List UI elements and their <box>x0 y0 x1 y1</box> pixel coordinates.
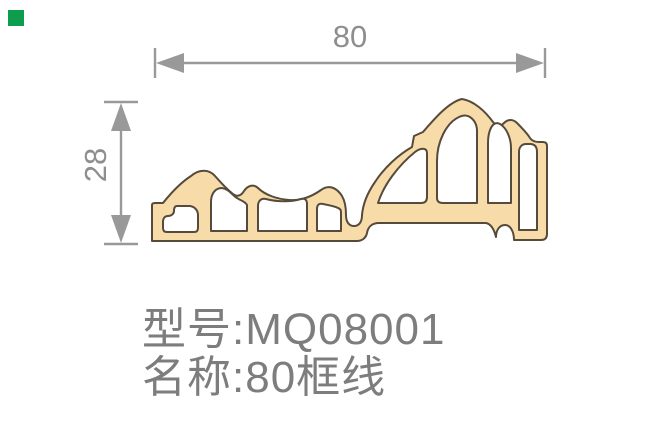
height-dimension-label: 28 <box>78 148 113 182</box>
profile-void <box>377 147 428 204</box>
molding-profile <box>151 98 548 242</box>
profile-void <box>487 122 512 204</box>
arrow-left-icon <box>156 53 184 73</box>
profile-void <box>316 202 342 232</box>
arrow-right-icon <box>516 53 544 73</box>
corner-marker <box>8 10 24 26</box>
width-dimension-label: 80 <box>333 19 367 54</box>
profile-void <box>210 187 248 232</box>
product-name-text: 名称:80框线 <box>142 353 386 402</box>
arrow-down-icon <box>111 215 131 243</box>
model-number-text: 型号:MQ08001 <box>142 305 445 354</box>
profile-void <box>257 197 308 232</box>
profile-void <box>162 205 199 233</box>
width-dimension: 80 <box>153 19 547 78</box>
profile-void <box>518 143 538 231</box>
height-dimension: 28 <box>78 100 138 246</box>
profile-void <box>436 114 478 204</box>
caption-block: 型号:MQ08001 名称:80框线 <box>142 305 445 402</box>
arrow-up-icon <box>111 103 131 131</box>
